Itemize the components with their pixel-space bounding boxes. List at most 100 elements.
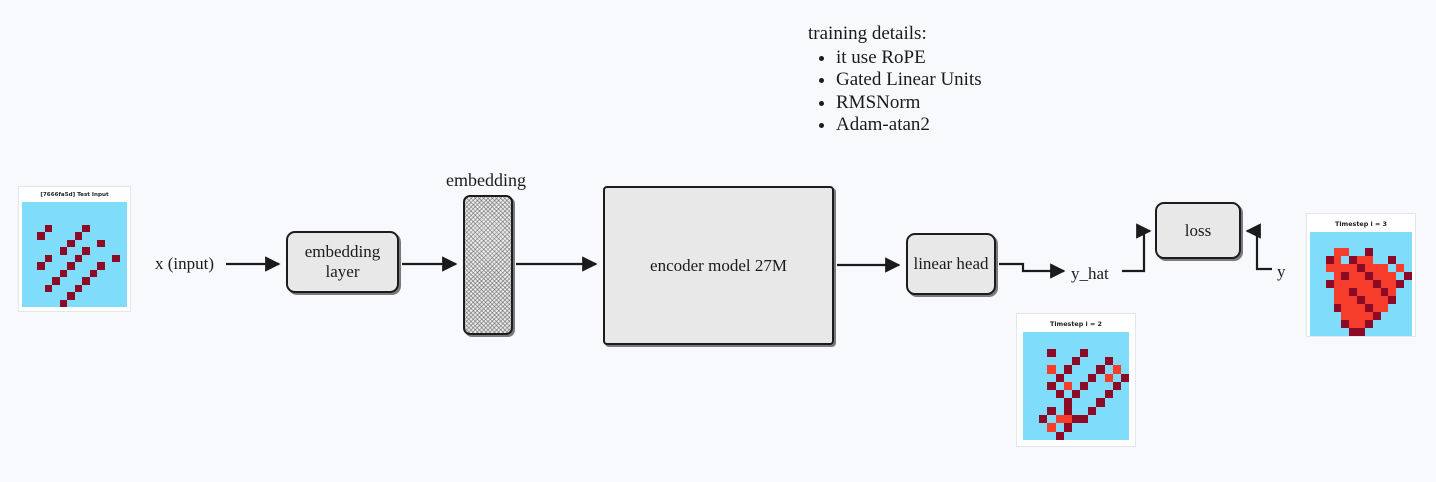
grid-cell: [104, 277, 112, 285]
test-input-grid: [22, 202, 127, 307]
grid-cell: [74, 269, 82, 277]
grid-cell: [1096, 390, 1105, 399]
grid-cell: [1047, 406, 1056, 416]
grid-cell: [1357, 312, 1365, 320]
grid-cell: [44, 217, 52, 225]
grid-cell: [67, 202, 75, 210]
grid-cell: [112, 262, 120, 270]
grid-cell: [52, 224, 60, 232]
grid-cell: [74, 292, 82, 300]
grid-cell: [1325, 304, 1334, 312]
grid-cell: [104, 292, 112, 300]
timestep-3-image-card: Timestep i = 3: [1306, 213, 1416, 337]
grid-cell: [1341, 264, 1350, 272]
grid-cell: [1031, 332, 1040, 341]
encoder-model-box[interactable]: encoder model 27M: [603, 186, 834, 345]
grid-cell: [89, 269, 97, 277]
grid-cell: [97, 269, 105, 277]
grid-cell: [82, 254, 90, 262]
grid-cell: [1317, 240, 1326, 248]
grid-cell: [1023, 406, 1032, 416]
grid-cell: [29, 224, 37, 232]
grid-cell: [1325, 296, 1334, 304]
grid-cell: [1104, 431, 1113, 440]
grid-cell: [1063, 431, 1072, 440]
grid-cell: [1310, 256, 1318, 264]
grid-cell: [29, 232, 37, 240]
grid-cell: [1396, 280, 1405, 288]
grid-cell: [1104, 398, 1113, 407]
grid-cell: [22, 292, 30, 300]
grid-cell: [1104, 332, 1113, 341]
grid-cell: [59, 202, 67, 210]
embedding-layer-box[interactable]: embedding layer: [286, 231, 399, 293]
grid-cell: [1333, 280, 1342, 288]
grid-cell: [1055, 373, 1064, 382]
grid-cell: [1080, 332, 1089, 341]
grid-cell: [22, 299, 30, 307]
grid-cell: [1039, 415, 1048, 424]
grid-cell: [37, 254, 45, 262]
grid-cell: [1341, 256, 1350, 264]
linear-head-box[interactable]: linear head: [906, 233, 996, 295]
grid-cell: [1310, 248, 1318, 256]
grid-cell: [1325, 312, 1334, 320]
grid-cell: [1380, 328, 1389, 336]
y-label: y: [1277, 262, 1286, 281]
grid-cell: [67, 277, 75, 285]
grid-cell: [119, 299, 127, 307]
grid-cell: [1088, 381, 1097, 391]
loss-box[interactable]: loss: [1155, 202, 1241, 259]
grid-cell: [1080, 340, 1089, 349]
grid-cell: [89, 262, 97, 270]
grid-cell: [1031, 340, 1040, 349]
grid-cell: [1404, 248, 1412, 256]
grid-cell: [59, 269, 67, 277]
grid-cell: [1404, 240, 1412, 248]
grid-cell: [1023, 373, 1032, 382]
grid-cell: [1357, 272, 1365, 280]
grid-cell: [1341, 328, 1350, 336]
grid-cell: [1341, 240, 1350, 248]
grid-cell: [89, 217, 97, 225]
grid-cell: [1388, 288, 1397, 296]
grid-cell: [1364, 256, 1373, 264]
grid-cell: [1023, 365, 1032, 374]
grid-cell: [22, 277, 30, 285]
grid-cell: [1364, 320, 1373, 328]
grid-cell: [1055, 398, 1064, 407]
grid-cell: [74, 217, 82, 225]
grid-cell: [1031, 381, 1040, 391]
grid-cell: [1317, 304, 1326, 312]
grid-cell: [74, 224, 82, 232]
grid-cell: [1063, 373, 1072, 382]
grid-cell: [97, 292, 105, 300]
grid-cell: [1333, 296, 1342, 304]
grid-cell: [1317, 288, 1326, 296]
grid-cell: [1372, 288, 1381, 296]
embedding-tensor-box[interactable]: [463, 195, 513, 335]
grid-cell: [1380, 296, 1389, 304]
grid-cell: [1349, 264, 1358, 272]
grid-cell: [1396, 248, 1405, 256]
grid-cell: [1071, 373, 1081, 382]
grid-cell: [1039, 332, 1048, 341]
grid-cell: [1333, 312, 1342, 320]
grid-cell: [1023, 423, 1032, 432]
grid-cell: [1112, 398, 1121, 407]
grid-cell: [1341, 288, 1350, 296]
grid-cell: [1404, 312, 1412, 320]
grid-cell: [1096, 423, 1105, 432]
grid-cell: [1112, 381, 1121, 391]
grid-cell: [82, 299, 90, 307]
grid-cell: [82, 224, 90, 232]
grid-cell: [104, 262, 112, 270]
timestep-3-grid: [1310, 232, 1412, 336]
grid-cell: [1380, 272, 1389, 280]
grid-cell: [1357, 328, 1365, 336]
grid-cell: [1080, 423, 1089, 432]
training-details-item-adam-atan2: Adam-atan2: [836, 114, 982, 136]
grid-cell: [37, 224, 45, 232]
grid-cell: [1055, 348, 1064, 357]
grid-cell: [1112, 365, 1121, 374]
